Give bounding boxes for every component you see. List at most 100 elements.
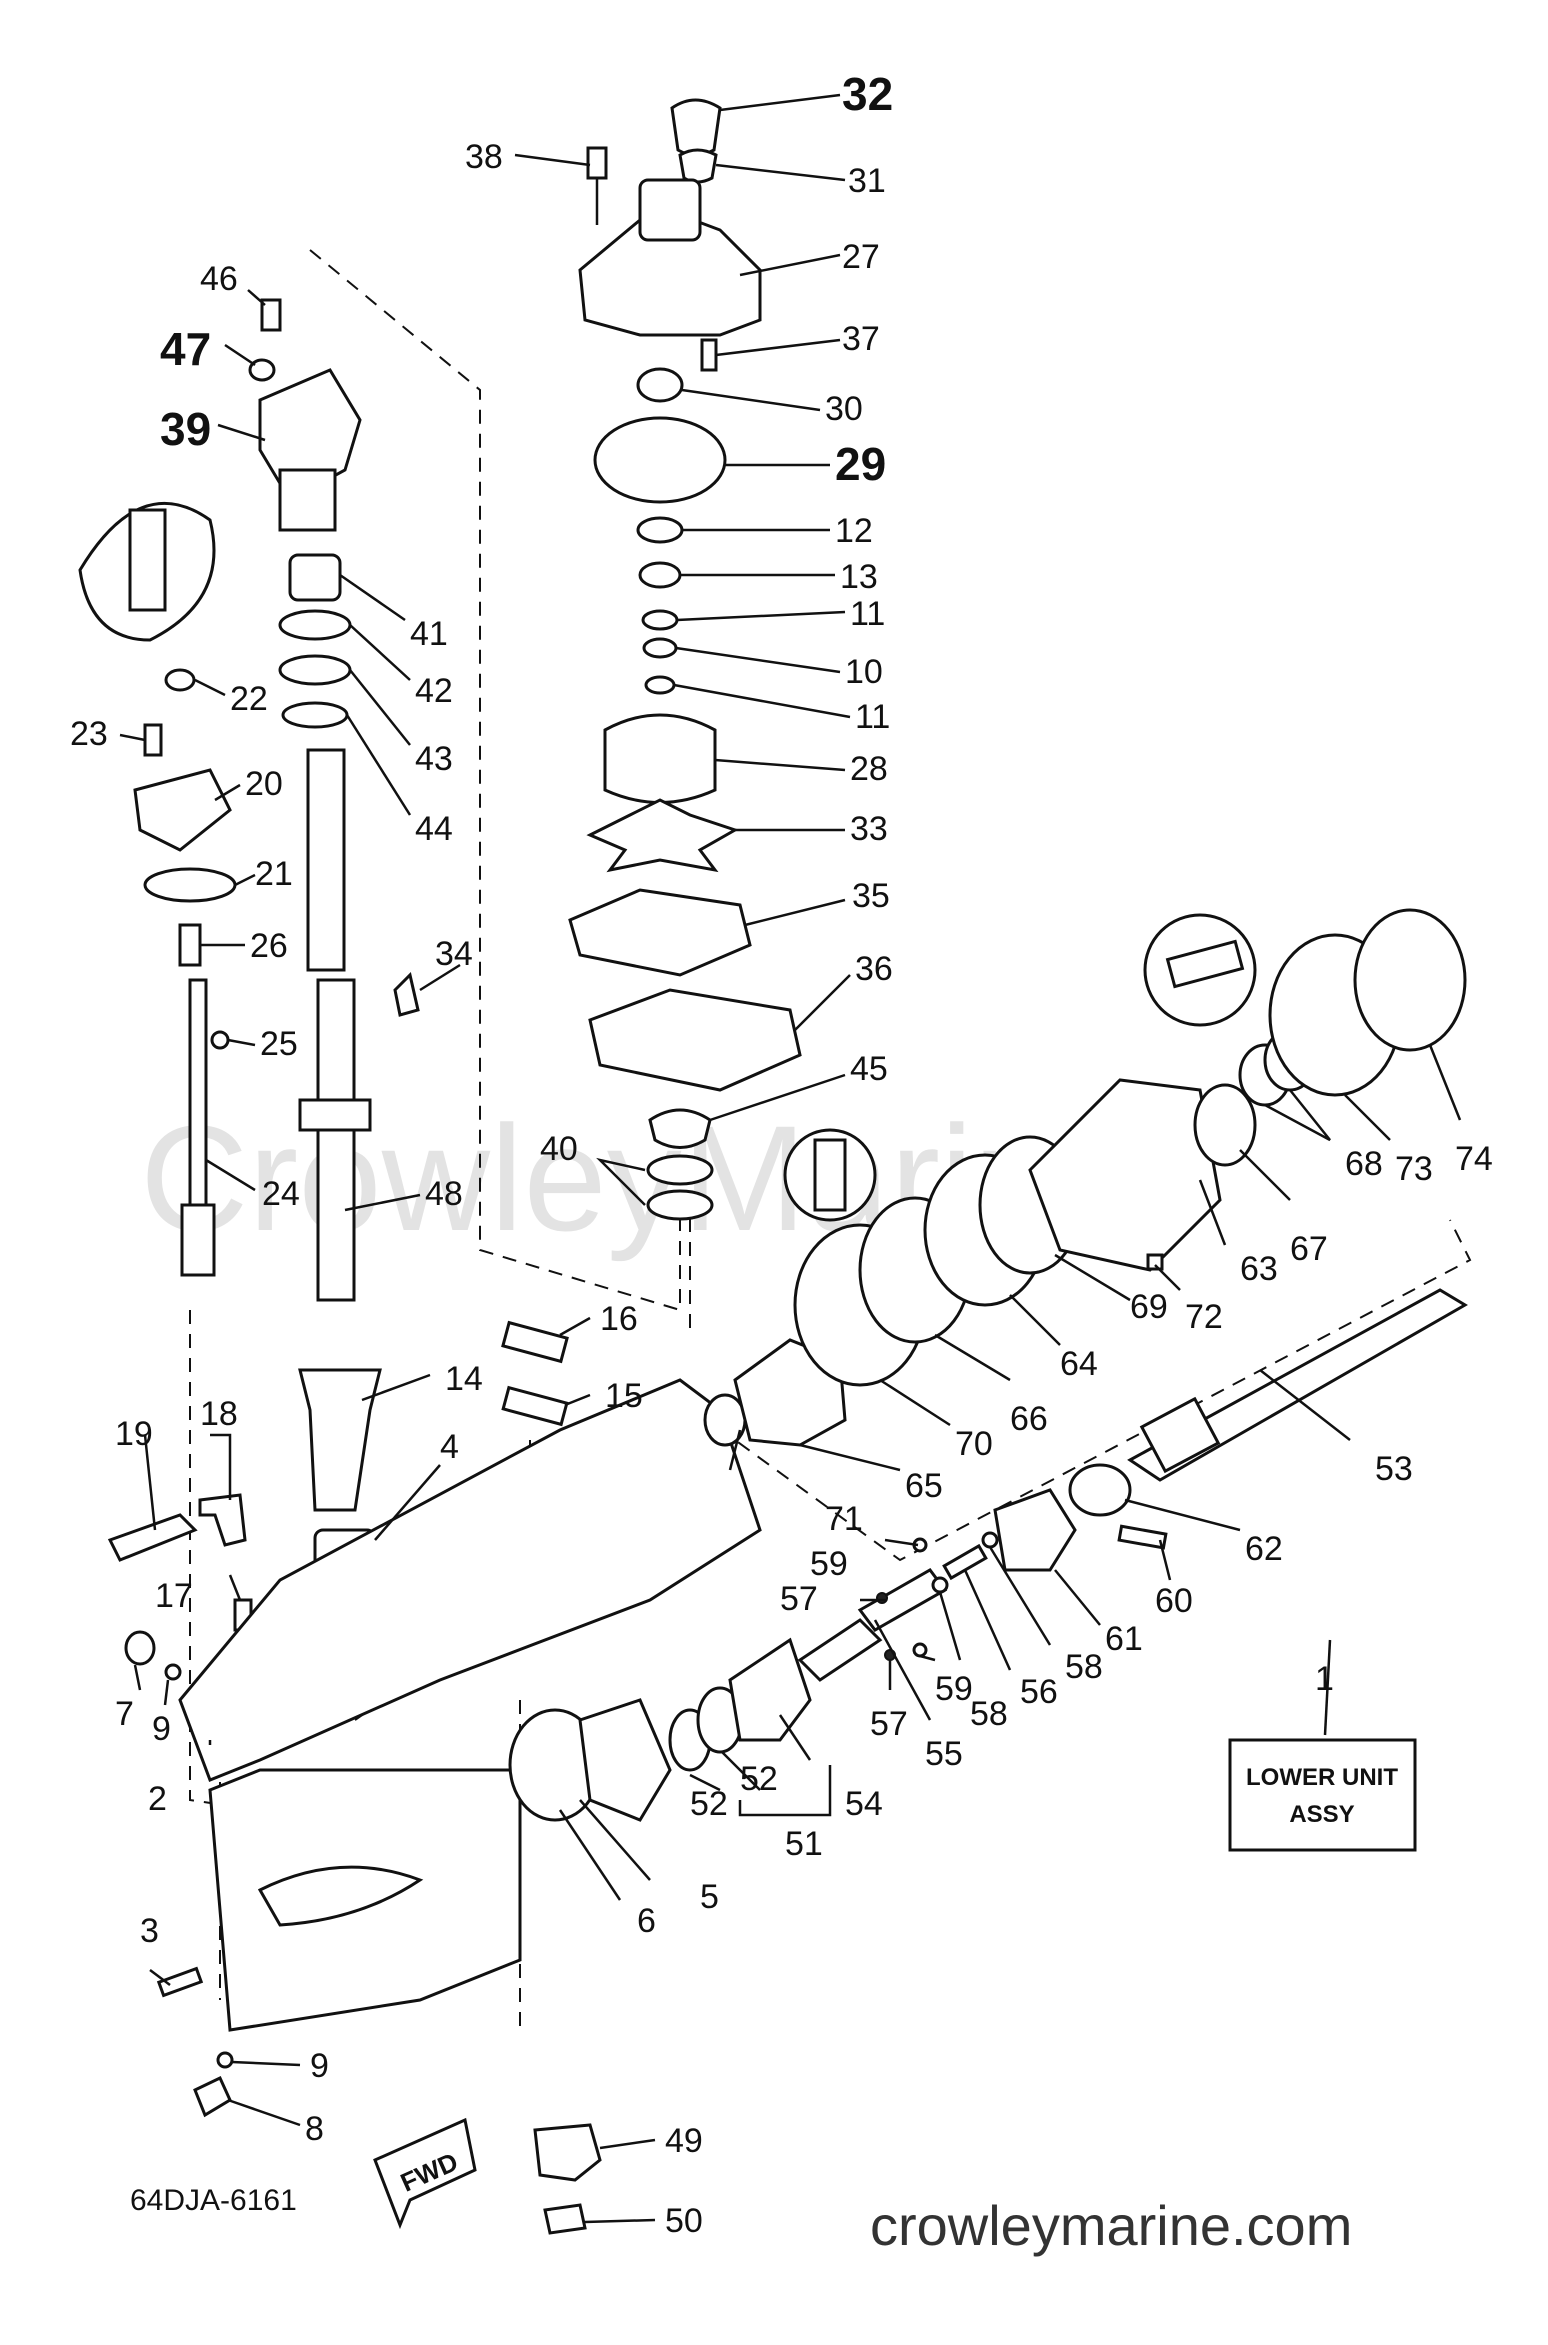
callout-32: 32 [842, 68, 893, 120]
callout-42: 42 [415, 672, 453, 710]
callout-58-left: 58 [970, 1695, 1008, 1733]
callout-68: 68 [1345, 1145, 1383, 1183]
callout-16: 16 [600, 1300, 638, 1338]
callout-11-lower: 11 [855, 698, 890, 736]
callout-72: 72 [1185, 1298, 1223, 1336]
seal-31 [678, 148, 718, 184]
lower-unit-assy-line1: LOWER UNIT [1246, 1764, 1398, 1791]
callout-30: 30 [825, 390, 863, 428]
pinion-group [533, 2123, 602, 2235]
casing-deck [178, 1378, 762, 1782]
key-15 [501, 1385, 569, 1427]
lower-unit-assy-line2: ASSY [1289, 1801, 1354, 1828]
callout-69: 69 [1130, 1288, 1168, 1326]
drive-shaft-collar [298, 1098, 372, 1132]
callout-37: 37 [842, 320, 880, 358]
callout-71: 71 [825, 1500, 863, 1538]
callout-4: 4 [440, 1428, 459, 1466]
callout-18: 18 [200, 1395, 238, 1433]
gasket-9-lower [216, 2051, 234, 2069]
callout-73: 73 [1395, 1150, 1433, 1188]
callout-24: 24 [262, 1175, 300, 1213]
callout-39: 39 [160, 403, 211, 455]
lower-casing: FWD [156, 1378, 762, 2230]
callout-48: 48 [425, 1175, 463, 1213]
callout-66: 66 [1010, 1400, 1048, 1438]
callout-11-upper: 11 [850, 595, 885, 633]
lower-unit-assy-box: LOWER UNIT ASSY [1228, 1738, 1417, 1852]
spring-13 [638, 561, 682, 589]
seal-10 [642, 637, 678, 659]
shift-rod-end [180, 1203, 216, 1277]
dog-clutch-61 [993, 1488, 1077, 1572]
callout-56: 56 [1020, 1673, 1058, 1711]
callout-1: 1 [1315, 1660, 1334, 1698]
outer-plate-35 [568, 888, 752, 977]
washer-22 [164, 668, 196, 692]
callout-6: 6 [637, 1902, 656, 1940]
callout-60: 60 [1155, 1582, 1193, 1620]
key-16 [501, 1320, 569, 1364]
seal-12 [636, 516, 684, 544]
clip-25 [210, 1030, 230, 1050]
impeller-33 [586, 798, 739, 873]
propeller-shaft-housing-63 [1028, 1078, 1222, 1272]
callout-64: 64 [1060, 1345, 1098, 1383]
callout-33: 33 [850, 810, 888, 848]
drawing-code: 64DJA-6161 [130, 2184, 297, 2217]
callout-74: 74 [1455, 1140, 1493, 1178]
callout-36: 36 [855, 950, 893, 988]
washer-47 [248, 358, 276, 382]
oil-seal-40-upper [646, 1154, 714, 1186]
callout-62: 62 [1245, 1530, 1283, 1568]
forward-gear-51 [728, 1637, 812, 1742]
shift-plunger-54 [797, 1618, 883, 1682]
callout-7: 7 [115, 1695, 134, 1733]
insert-cartridge-28 [603, 713, 717, 804]
callout-43: 43 [415, 740, 453, 778]
callout-61: 61 [1105, 1620, 1143, 1658]
callout-44: 44 [415, 810, 453, 848]
callout-21: 21 [255, 855, 293, 893]
o-ring-29 [593, 416, 727, 504]
bolt-38 [586, 146, 608, 180]
callout-52-right: 52 [740, 1760, 778, 1798]
grease-symbol-tube-right [1165, 939, 1245, 989]
pin-3 [156, 1966, 204, 1998]
forward-gear-group [508, 1637, 812, 1822]
callout-2: 2 [148, 1780, 167, 1818]
callout-20: 20 [245, 765, 283, 803]
callout-27: 27 [842, 238, 880, 276]
key-72 [1146, 1253, 1164, 1271]
callout-25: 25 [260, 1025, 298, 1063]
drain-screw-7 [124, 1630, 156, 1666]
lube-tube-left [128, 508, 167, 612]
sleeve-14 [298, 1368, 382, 1512]
callout-57-lower: 57 [870, 1705, 908, 1743]
bolt-23 [143, 723, 163, 757]
leader-lines [119, 93, 1462, 2224]
callout-50: 50 [665, 2202, 703, 2240]
washer-11-upper [641, 609, 679, 631]
water-pump-stack [568, 98, 877, 1222]
pin-60 [1117, 1524, 1168, 1550]
bearing-5 [578, 1698, 672, 1822]
drive-shaft-upper [306, 748, 346, 972]
ball-57-upper [876, 1592, 888, 1604]
callout-58-right: 58 [1065, 1648, 1103, 1686]
callout-49: 49 [665, 2122, 703, 2160]
callout-40: 40 [540, 1130, 578, 1168]
callout-8: 8 [305, 2110, 324, 2148]
gasket-36 [588, 988, 802, 1092]
drive-shaft-48 [316, 978, 356, 1302]
gasket-9-upper [164, 1663, 182, 1681]
propeller-shaft-spline [1139, 1396, 1221, 1474]
pump-housing-neck [638, 178, 702, 242]
callout-70: 70 [955, 1425, 993, 1463]
callout-17: 17 [155, 1577, 193, 1615]
key-34 [393, 972, 420, 1017]
callout-28: 28 [850, 750, 888, 788]
callout-57-upper: 57 [780, 1580, 818, 1618]
callout-34: 34 [435, 935, 473, 973]
callout-3: 3 [140, 1912, 159, 1950]
